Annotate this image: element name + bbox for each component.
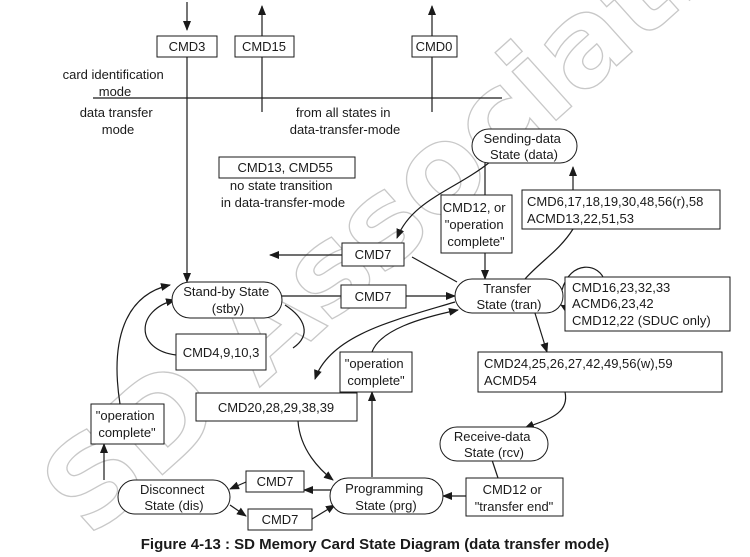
edge-prog-cmds-to-programming [297, 420, 334, 481]
svg-text:CMD12 or "transfer end": CMD12 or "transfer end" [475, 482, 554, 514]
edge-write-cmds-to-receive [524, 391, 567, 429]
edge-cmd7-to-disconnect [229, 481, 247, 490]
sending-data-state: Sending-data State (data) [471, 128, 578, 164]
svg-text:Stand-by State (stby): Stand-by State (stby) [183, 284, 273, 316]
edge-disconnect-to-cmd7 [229, 504, 247, 517]
transfer-state: Transfer State (tran) [454, 278, 564, 314]
cmd12-transfer-end-box: CMD12 or "transfer end" [465, 477, 564, 517]
cmd7-prg-to-dis-box: CMD7 [245, 470, 305, 493]
svg-text:Receive-data State (rcv): Receive-data State (rcv) [454, 429, 534, 460]
cmd4-9-10-3-box: CMD4,9,10,3 [175, 333, 267, 371]
edge-cmd7-to-programming [311, 504, 336, 520]
from-all-states-label: from all states in data-transfer-mode [290, 105, 401, 137]
svg-text:CMD13, CMD55 no state tr: CMD13, CMD55 no state transition in data… [221, 160, 345, 210]
svg-text:CMD12, or "operation: CMD12, or "operation complete" [443, 200, 509, 249]
edge-op-complete-to-standby [116, 283, 171, 405]
transfer-self-cmds-box: CMD16,23,32,33 ACMD6,23,42 CMD12,22 (SDU… [564, 276, 731, 332]
edge-cmd4-to-standby [144, 298, 177, 356]
svg-text:Sending-data State (data: Sending-data State (data) [484, 131, 565, 162]
edge-transfer-to-send-cmds [524, 228, 574, 280]
cmd0-box: CMD0 [411, 35, 458, 58]
op-complete-prg-box: "operation complete" [339, 351, 413, 393]
edge-transfer-to-write-cmds [533, 309, 549, 353]
svg-text:CMD7: CMD7 [257, 474, 294, 489]
svg-text:CMD4,9,10,3: CMD4,9,10,3 [183, 345, 260, 360]
edge-sending-to-cmd7 [396, 161, 491, 239]
cmd3-box: CMD3 [156, 35, 218, 58]
data-transfer-mode-label: data transfer mode [80, 105, 157, 137]
svg-text:CMD24,25,26,27,42,49,56(w),59: CMD24,25,26,27,42,49,56(w),59 ACMD54 [484, 356, 676, 388]
svg-text:CMD7: CMD7 [262, 512, 299, 527]
svg-text:CMD3: CMD3 [169, 39, 206, 54]
svg-text:CMD0: CMD0 [416, 39, 453, 54]
svg-text:Disconnect State (dis): Disconnect State (dis) [140, 482, 208, 513]
standby-state: Stand-by State (stby) [171, 281, 283, 319]
svg-text:CMD15: CMD15 [242, 39, 286, 54]
write-cmds-box: CMD24,25,26,27,42,49,56(w),59 ACMD54 [477, 351, 723, 393]
cmd7-dis-to-prg-box: CMD7 [247, 508, 313, 531]
svg-text:CMD7: CMD7 [355, 247, 392, 262]
programming-state: Programming State (prg) [329, 477, 444, 515]
figure-caption: Figure 4-13 : SD Memory Card State Diagr… [141, 536, 609, 553]
op-complete-dis-box: "operation complete" [90, 403, 165, 445]
edges [100, 2, 606, 520]
svg-text:Transfer State (tran): Transfer State (tran) [476, 281, 541, 312]
edge-transfer-to-prog-cmds [314, 301, 456, 380]
no-transition-note: CMD13, CMD55 no state transition in data… [218, 156, 356, 210]
cmd7-tran-to-stby-box: CMD7 [341, 242, 405, 267]
edge-receive-to-cmd12 [491, 459, 499, 479]
svg-text:Programming State (prg): Programming State (prg) [345, 481, 427, 513]
edge-op-complete-to-transfer [371, 307, 459, 353]
card-identification-mode-label: card identification mode [63, 67, 168, 99]
cmd7-stby-to-tran-box: CMD7 [340, 284, 407, 309]
svg-text:"operation complete": "operation complete" [345, 356, 407, 388]
cmd12-op-complete-box: CMD12, or "operation complete" [440, 194, 513, 254]
svg-text:CMD20,28,29,38,39: CMD20,28,29,38,39 [218, 400, 334, 415]
prog-cmds-box: CMD20,28,29,38,39 [195, 392, 358, 422]
edge-transfer-to-cmd7 [411, 256, 458, 283]
send-cmds-box: CMD6,17,18,19,30,48,56(r),58 ACMD13,22,5… [521, 189, 721, 230]
receive-data-state: Receive-data State (rcv) [439, 426, 549, 462]
svg-text:CMD6,17,18,19,30,48,56(r),58: CMD6,17,18,19,30,48,56(r),58 ACMD13,22,5… [527, 194, 707, 226]
svg-text:"operation complete": "operation complete" [96, 408, 158, 440]
cmd15-box: CMD15 [234, 35, 295, 58]
disconnect-state: Disconnect State (dis) [117, 479, 231, 515]
edge-standby-to-cmd4 [284, 304, 305, 349]
svg-text:CMD7: CMD7 [355, 289, 392, 304]
svg-text:CMD16,23,32,33 ACMD6,23,: CMD16,23,32,33 ACMD6,23,42 CMD12,22 (SDU… [572, 280, 711, 328]
